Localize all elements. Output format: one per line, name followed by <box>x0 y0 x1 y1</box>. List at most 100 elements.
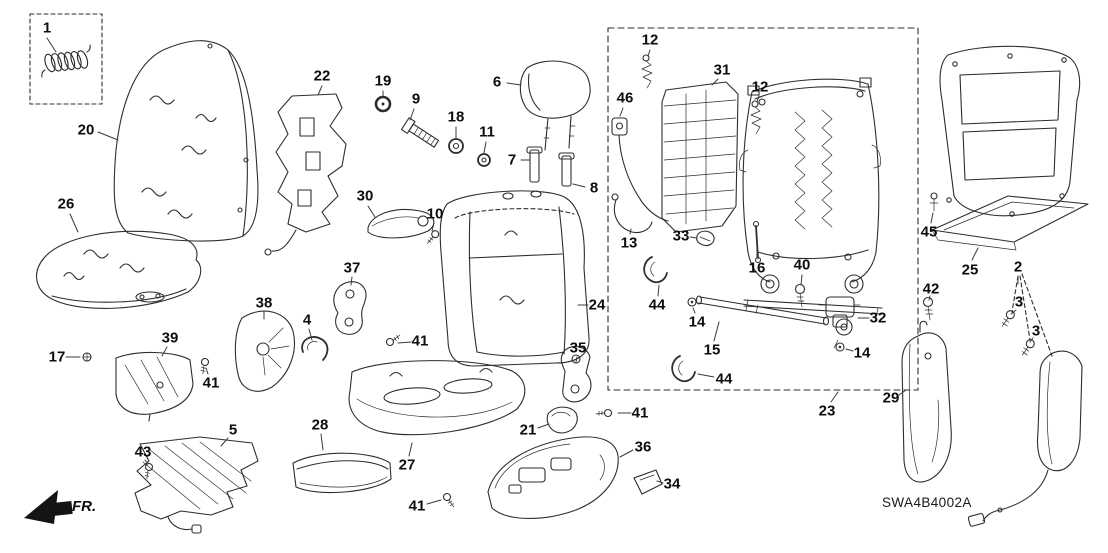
part-38-recliner-cover <box>234 310 295 392</box>
part-15-rod <box>695 295 830 326</box>
part-callout-39: 39 <box>161 329 179 347</box>
leader-line <box>713 321 720 342</box>
part-22-seat-back-pad-sheet <box>264 93 347 256</box>
part-41-screw <box>442 492 455 508</box>
part-callout-1: 1 <box>42 19 52 37</box>
part-12-screw <box>641 54 653 89</box>
leader-line <box>397 341 412 344</box>
part-18-nut <box>448 138 464 154</box>
part-callout-44: 44 <box>648 296 666 314</box>
part-37-bracket <box>333 281 367 335</box>
part-callout-32: 32 <box>869 309 887 327</box>
part-44-hook <box>671 355 696 383</box>
leader-line <box>971 247 979 261</box>
leader-line <box>350 276 353 286</box>
leader-line <box>97 131 119 141</box>
leader-line <box>220 437 229 447</box>
part-24-seat-back-assembly <box>439 190 590 367</box>
leader-line <box>656 480 664 484</box>
part-35-bracket <box>560 345 592 403</box>
leader-line <box>205 367 209 375</box>
part-callout-35: 35 <box>569 339 587 357</box>
leader-line <box>1010 309 1017 315</box>
leader-line <box>426 499 442 505</box>
part-6-headrest <box>519 60 591 151</box>
part-callout-38: 38 <box>255 294 273 312</box>
part-10-screw <box>427 230 440 244</box>
part-callout-31: 31 <box>713 61 731 79</box>
leader-line <box>317 85 323 96</box>
part-2-side-module <box>967 273 1083 527</box>
leader-line <box>69 213 79 233</box>
leader-line <box>572 183 586 188</box>
leader-line <box>408 442 413 457</box>
part-21-cap <box>546 406 578 434</box>
part-callout-34: 34 <box>663 475 681 493</box>
leader-line <box>845 348 854 352</box>
part-27-seat-cushion <box>348 360 526 436</box>
part-8-headrest-guide <box>558 152 575 187</box>
part-41-screw <box>200 357 210 375</box>
part-45-clip <box>929 192 939 212</box>
part-callout-17: 17 <box>48 348 66 366</box>
fr-direction-label: FR. <box>72 498 97 515</box>
part-callout-26: 26 <box>57 195 75 213</box>
part-12-screw <box>750 100 762 135</box>
leader-line <box>830 391 839 403</box>
part-callout-37: 37 <box>343 259 361 277</box>
part-callout-6: 6 <box>492 73 502 91</box>
part-39-side-cover <box>115 351 194 422</box>
leader-line <box>711 78 719 86</box>
part-40-screw <box>794 283 806 308</box>
part-callout-41: 41 <box>408 497 426 515</box>
part-callout-19: 19 <box>374 72 392 90</box>
part-callout-3: 3 <box>1014 293 1024 311</box>
part-callout-43: 43 <box>134 443 152 461</box>
part-44-hook <box>643 256 668 284</box>
part-5-floor-pad <box>134 436 259 534</box>
leader-lines <box>46 37 1034 505</box>
part-9-bolt <box>400 117 440 148</box>
part-28-front-trim <box>292 452 392 494</box>
leader-line <box>161 346 168 357</box>
leader-line <box>46 37 57 53</box>
part-callout-15: 15 <box>703 341 721 359</box>
leader-line <box>308 328 313 341</box>
part-30-bracket <box>367 208 435 239</box>
part-callout-45: 45 <box>920 223 938 241</box>
part-callout-24: 24 <box>588 296 606 314</box>
part-callout-21: 21 <box>519 421 537 439</box>
part-33-clip <box>696 230 715 247</box>
leader-line <box>657 284 660 297</box>
part-29-side-trim <box>901 320 952 483</box>
leader-line <box>689 236 698 239</box>
part-46-sensor <box>611 117 669 222</box>
leader-line <box>1029 337 1034 343</box>
part-callout-41: 41 <box>202 374 220 392</box>
part-3-bolt <box>1001 310 1015 327</box>
leader-line <box>320 433 324 451</box>
part-callout-29: 29 <box>882 389 900 407</box>
part-callout-42: 42 <box>922 280 940 298</box>
part-42-screw <box>922 296 934 321</box>
part-callout-27: 27 <box>398 456 416 474</box>
leader-line <box>692 307 696 314</box>
diagram-code: SWA4B4002A <box>882 495 972 510</box>
part-callout-18: 18 <box>447 108 465 126</box>
part-20-seat-back-cover <box>113 40 259 242</box>
leader-line <box>629 228 632 235</box>
part-4-clip <box>301 336 329 361</box>
part-callout-36: 36 <box>634 438 652 456</box>
part-1-seat-spring <box>29 13 103 105</box>
leader-line <box>506 82 522 86</box>
leader-line <box>800 274 803 286</box>
leader-line <box>409 108 415 121</box>
part-14-grommet <box>835 342 845 352</box>
leader-line <box>647 49 651 57</box>
leader-line <box>930 212 934 224</box>
part-callout-41: 41 <box>411 332 429 350</box>
leader-line <box>537 423 550 429</box>
part-callout-30: 30 <box>356 187 374 205</box>
part-callout-10: 10 <box>426 205 444 223</box>
part-25-rear-panel <box>931 45 1089 251</box>
